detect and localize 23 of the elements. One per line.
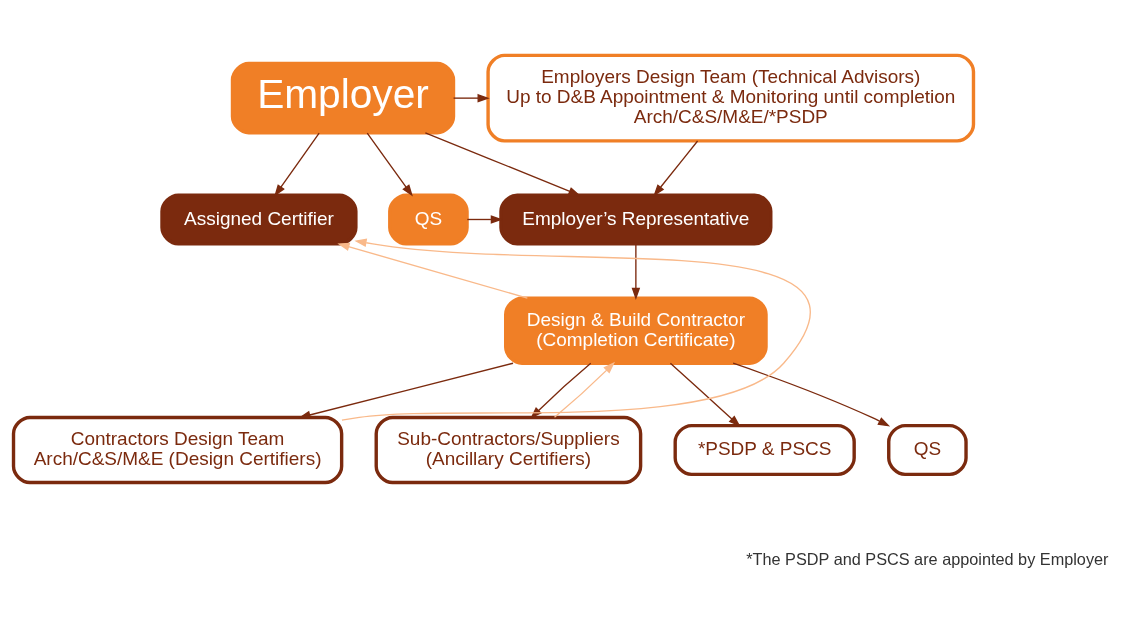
node-box: Assigned Certifier	[160, 192, 358, 246]
label: *The PSDP and PSCS are appointed by Employer	[746, 549, 1109, 568]
arrow	[669, 362, 741, 427]
node-box: Design & Build Contractor (Completion Certificate)	[504, 295, 768, 365]
node-box: Employers Design Team (Technical Advisors) Up to D&B Appointment & Monitoring until completion Arch/C&S/M&E/*PSDP	[486, 53, 976, 143]
node-box: Employer’s Representative	[499, 192, 773, 246]
node-box: Sub-Contractors/Suppliers (Ancillary Certifiers)	[374, 415, 643, 484]
arrow	[553, 361, 616, 418]
node-box: Employer	[230, 61, 456, 134]
node-box: *PSDP & PSCS	[673, 423, 856, 476]
arrow	[366, 132, 413, 197]
arrow	[298, 362, 514, 419]
arrow	[466, 214, 503, 224]
arrow	[452, 93, 490, 102]
arrow	[732, 362, 891, 427]
arrow	[274, 132, 320, 197]
arrow	[631, 243, 641, 300]
arrow	[424, 131, 581, 196]
arrow	[337, 242, 529, 299]
node-box: QS	[388, 192, 469, 246]
node-box: QS	[887, 423, 968, 476]
arrow	[653, 139, 699, 196]
node-box: Contractors Design Team Arch/C&S/M&E (Design Certifiers)	[11, 415, 344, 484]
